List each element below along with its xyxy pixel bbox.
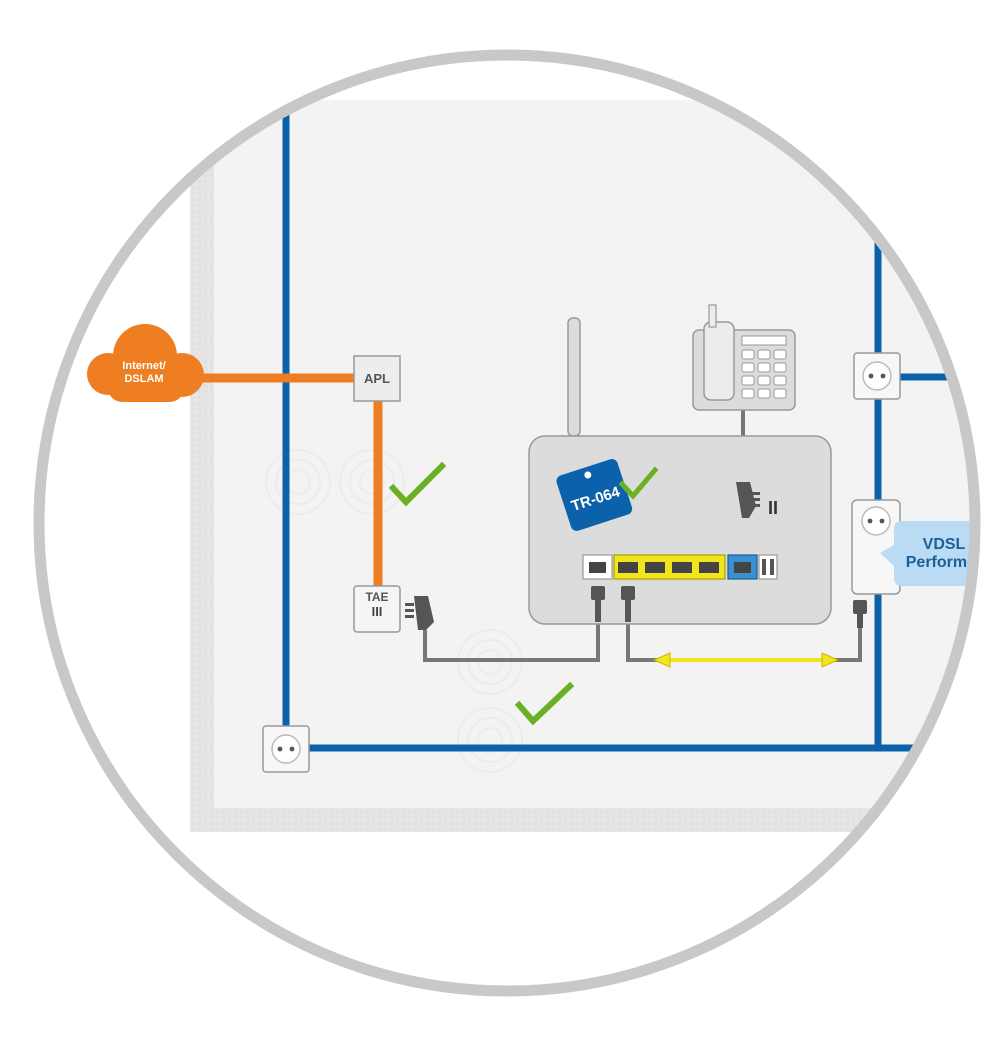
vdsl-performer-bubble: VDSL Performer [880,521,982,586]
router-antenna [567,317,581,437]
rj45-plug-icon [853,600,867,628]
power-socket-icon [262,725,310,773]
check-icon [514,681,575,726]
check-icon [388,461,447,507]
usb-ports [758,554,778,580]
dsl-line [190,373,383,590]
frame-ring [33,49,981,997]
ethernet-link-arrow [652,652,840,668]
desk-phone-icon [692,304,796,411]
tae-plug-icon [405,596,434,630]
cloud-icon: Internet/ DSLAM [87,324,204,402]
cloud-line2: DSLAM [124,373,163,385]
tae-marks: III [372,604,383,619]
vdsl-line2: Performer [906,554,982,571]
check-icon [618,466,659,500]
cloud-line1: Internet/ [122,360,165,372]
rj45-plug-icon [621,586,635,622]
phone-plug-icon: II [736,482,778,518]
tae-label: TAE [365,590,388,604]
power-socket-icon [853,352,901,400]
apl-box: APL [353,355,401,402]
phone-plug-marks: II [768,498,778,518]
tr064-tag: TR-064 [556,459,633,531]
rj45-plug-icon [591,586,605,622]
tae-socket: TAE III [353,585,401,633]
apl-label: APL [364,371,390,386]
powerline-adapter [851,499,901,595]
vdsl-line1: VDSL [923,536,966,553]
